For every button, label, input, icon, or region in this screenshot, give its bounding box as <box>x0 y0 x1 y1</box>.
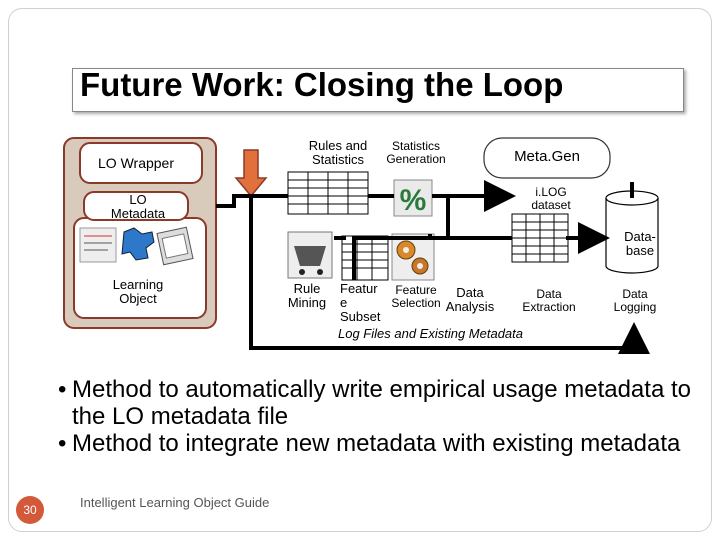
lo-metadata-box <box>83 191 189 221</box>
slide-frame <box>8 8 712 532</box>
metagen-box <box>483 137 611 179</box>
learning-object-images <box>79 226 194 266</box>
database-label: Data- base <box>624 229 656 258</box>
bullet-item: •Method to automatically write empirical… <box>58 376 691 430</box>
feature-subset-label: Featur e Subset <box>340 281 381 324</box>
data-extraction-label: Data Extraction <box>522 287 576 314</box>
bullet-item: •Method to integrate new metadata with e… <box>58 430 681 457</box>
percent-icon: % <box>393 179 433 217</box>
learning-object-label: Learning Object <box>112 277 164 306</box>
feature-subset-table <box>341 235 389 281</box>
orange-arrow <box>234 149 268 198</box>
connector-lo-rules <box>216 194 288 208</box>
data-analysis-label: Data Analysis <box>445 285 495 314</box>
title-box <box>72 68 684 112</box>
ilog-dataset-label: i.LOG dataset <box>531 185 571 212</box>
lo-metadata-label: LO Metadata <box>110 192 166 221</box>
footer-text: Intelligent Learning Object Guide <box>80 495 270 510</box>
rules-statistics-label: Rules and Statistics <box>308 138 368 167</box>
ilog-dataset-table <box>511 213 569 263</box>
statistics-generation-label: Statistics Generation <box>386 139 446 166</box>
metagen-label: Meta.Gen <box>514 148 580 165</box>
connector-dataset-subset <box>352 236 512 280</box>
loop-back-connector <box>249 196 650 354</box>
connectors <box>216 180 650 354</box>
lo-wrapper-label-box <box>79 142 203 184</box>
rule-mining-icon <box>287 231 333 279</box>
log-files-label: Log Files and Existing Metadata <box>338 326 523 341</box>
gears-icon <box>391 233 435 281</box>
slide-title: Future Work: Closing the Loop <box>80 66 564 103</box>
rules-statistics-table <box>287 171 369 215</box>
lo-wrapper-label: LO Wrapper <box>98 155 174 171</box>
feature-selection-label: Feature Selection <box>391 283 441 310</box>
data-logging-label: Data Logging <box>613 287 657 314</box>
svg-text:%: % <box>400 184 427 217</box>
slide-number: 30 <box>16 496 44 524</box>
rule-mining-label: Rule Mining <box>287 281 327 310</box>
bullet-list: •Method to automatically write empirical… <box>58 376 708 457</box>
